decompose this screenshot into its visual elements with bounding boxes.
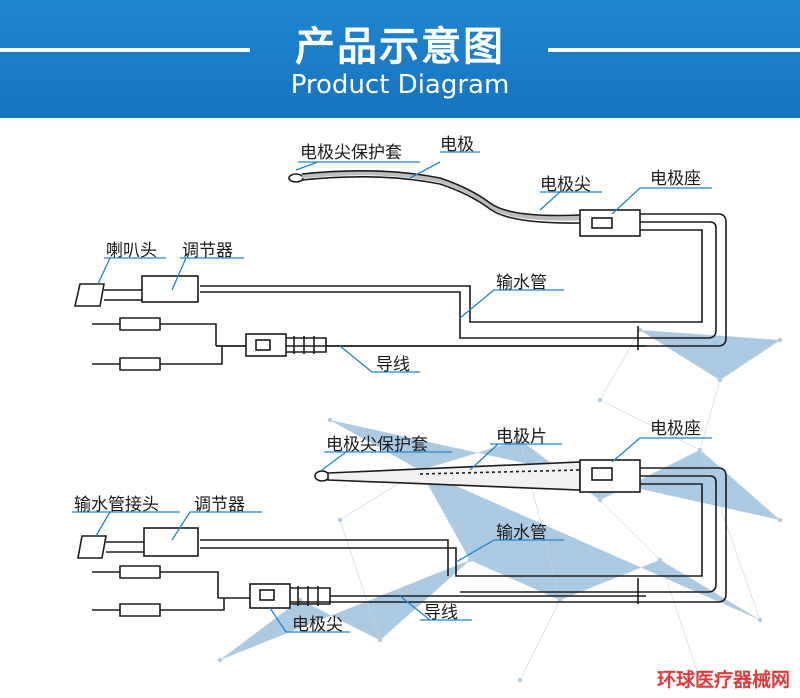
label-bottom-electrode-blade: 电极片 bbox=[496, 427, 547, 447]
top-leaders bbox=[97, 151, 712, 373]
label-bottom-regulator: 调节器 bbox=[194, 495, 245, 515]
label-bottom-electrode-tip: 电极尖 bbox=[292, 615, 343, 635]
top-instrument bbox=[73, 170, 727, 371]
label-top-electrode: 电极 bbox=[440, 135, 474, 155]
page-subtitle: Product Diagram bbox=[290, 70, 510, 100]
label-bottom-water-connector: 输水管接头 bbox=[74, 495, 159, 515]
bottom-instrument bbox=[77, 459, 727, 617]
label-top-electrode-tip: 电极尖 bbox=[540, 175, 591, 195]
label-bottom-tip-cover: 电极尖保护套 bbox=[326, 435, 428, 455]
page-title: 产品示意图 bbox=[295, 24, 505, 70]
header-banner: 产品示意图 Product Diagram bbox=[0, 0, 800, 118]
watermark: 环球医疗器械网 bbox=[656, 669, 790, 691]
label-top-regulator: 调节器 bbox=[182, 241, 233, 261]
header-rule-left bbox=[0, 48, 250, 52]
label-bottom-electrode-base: 电极座 bbox=[650, 419, 701, 439]
label-bottom-wire: 导线 bbox=[424, 603, 458, 623]
label-bottom-water-pipe: 输水管 bbox=[496, 523, 547, 543]
header-rule-right bbox=[548, 48, 800, 52]
label-top-tip-cover: 电极尖保护套 bbox=[300, 143, 402, 163]
label-top-water-pipe: 输水管 bbox=[496, 273, 547, 293]
label-top-electrode-base: 电极座 bbox=[650, 169, 701, 189]
label-top-horn-head: 喇叭头 bbox=[106, 241, 157, 261]
bottom-leaders bbox=[72, 437, 712, 633]
label-top-wire: 导线 bbox=[376, 355, 410, 375]
